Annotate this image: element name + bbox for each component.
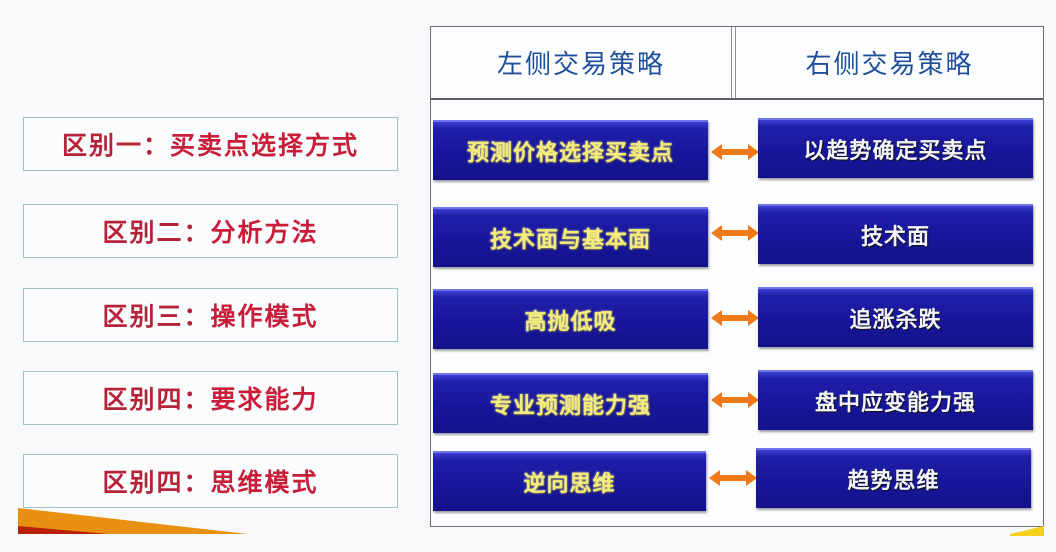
corner-accent-decoration <box>1010 526 1044 536</box>
left-strategy-box: 逆向思维 <box>433 451 706 511</box>
difference-label-prefix: 区别四： <box>102 468 211 497</box>
difference-label-prefix: 区别四： <box>102 385 211 414</box>
difference-label-5: 区别四： 思维模式 <box>23 454 398 508</box>
accent-wedge-decoration <box>18 508 248 534</box>
difference-label-text: 操作模式 <box>210 302 319 331</box>
double-headed-arrow-icon <box>711 144 759 160</box>
double-headed-arrow-icon <box>711 392 759 408</box>
strategy-comparison-table: 左侧交易策略 右侧交易策略 预测价格选择买卖点 以趋势确定买卖点 技术面与基本面… <box>430 26 1044 527</box>
right-strategy-box: 趋势思维 <box>756 448 1031 508</box>
header-right-strategy: 右侧交易策略 <box>805 50 974 80</box>
header-divider <box>731 27 736 98</box>
difference-label-2: 区别二： 分析方法 <box>23 204 398 258</box>
right-strategy-box: 追涨杀跌 <box>758 287 1033 347</box>
difference-label-prefix: 区别三： <box>102 302 211 331</box>
difference-label-4: 区别四： 要求能力 <box>23 371 398 425</box>
left-strategy-box: 技术面与基本面 <box>433 207 708 267</box>
difference-label-prefix: 区别一： <box>61 131 170 160</box>
difference-label-text: 要求能力 <box>210 385 319 414</box>
difference-label-3: 区别三： 操作模式 <box>23 288 398 342</box>
difference-label-prefix: 区别二： <box>102 218 211 247</box>
left-strategy-box: 预测价格选择买卖点 <box>433 120 708 180</box>
right-strategy-box: 盘中应变能力强 <box>758 370 1033 430</box>
difference-label-text: 买卖点选择方式 <box>170 131 360 160</box>
left-strategy-box: 高抛低吸 <box>433 289 708 349</box>
header-left-strategy: 左侧交易策略 <box>496 50 665 80</box>
difference-label-text: 分析方法 <box>210 218 319 247</box>
right-strategy-box: 技术面 <box>758 204 1033 264</box>
left-strategy-box: 专业预测能力强 <box>433 373 708 433</box>
double-headed-arrow-icon <box>709 470 757 486</box>
difference-label-text: 思维模式 <box>210 468 319 497</box>
right-strategy-box: 以趋势确定买卖点 <box>758 118 1033 178</box>
difference-label-1: 区别一： 买卖点选择方式 <box>23 117 398 171</box>
double-headed-arrow-icon <box>711 225 759 241</box>
double-headed-arrow-icon <box>711 310 759 326</box>
table-header-row: 左侧交易策略 右侧交易策略 <box>431 27 1043 100</box>
